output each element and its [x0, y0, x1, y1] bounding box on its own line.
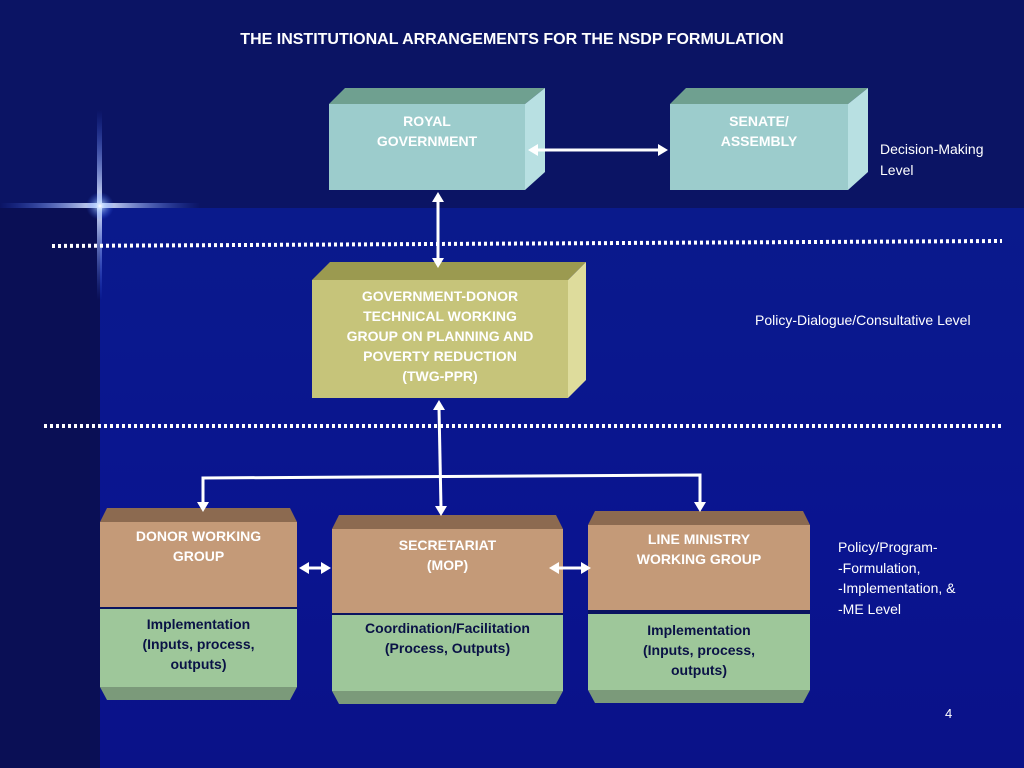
donor-implementation-box: Implementation (Inputs, process, outputs… [100, 614, 297, 674]
donor-top-line-1: DONOR WORKING [135, 528, 262, 544]
line-top-line-1: LINE MINISTRY [647, 531, 751, 547]
line-bottom-line-2: (Inputs, process, [642, 642, 756, 658]
secretariat-box-shape [332, 515, 563, 704]
secretariat-bottom-line-1: Coordination/Facilitation [365, 620, 530, 636]
page-number: 4 [945, 706, 953, 721]
decision-line-1: Decision-Making [880, 141, 984, 157]
line-bottom-line-1: Implementation [647, 622, 751, 638]
policy-dialogue-level-label: Policy-Dialogue/Consultative Level [755, 310, 971, 331]
donor-top-line-2: GROUP [172, 548, 225, 564]
line-ministry-implementation-box: Implementation (Inputs, process, outputs… [588, 620, 810, 680]
royal-line-1: ROYAL [403, 113, 451, 129]
senate-assembly-box: SENATE/ ASSEMBLY [670, 111, 848, 151]
line-bottom-line-3: outputs) [671, 662, 727, 678]
donor-bottom-line-2: (Inputs, process, [142, 636, 255, 652]
donor-working-group-box-shape [100, 508, 297, 700]
secretariat-box: SECRETARIAT (MOP) [332, 535, 563, 575]
twg-ppr-box-shape [312, 262, 586, 398]
background-left [0, 208, 100, 768]
twg-line-5: (TWG-PPR) [402, 368, 478, 384]
program-line-2: -Formulation, [838, 559, 921, 576]
twg-line-2: TECHNICAL WORKING [363, 308, 517, 324]
program-line-4: -ME Level [838, 600, 902, 617]
line-ministry-box-shape [588, 511, 810, 703]
connectors [197, 144, 706, 574]
senate-assembly-box-shape [670, 88, 868, 190]
secretariat-top-line-2: (MOP) [426, 557, 469, 573]
program-line-3: -Implementation, & [838, 580, 956, 596]
star-flare-icon [0, 110, 200, 300]
decision-line-2: Level [880, 161, 914, 178]
separator-decision [51, 239, 1003, 248]
donor-bottom-line-3: outputs) [170, 656, 227, 672]
royal-government-box-shape [329, 88, 545, 190]
policy-dialogue-line-1: Policy-Dialogue/Consultative Level [755, 312, 971, 328]
twg-ppr-box: GOVERNMENT-DONOR TECHNICAL WORKING GROUP… [312, 286, 568, 386]
twg-line-4: POVERTY REDUCTION [363, 348, 517, 364]
royal-line-2: GOVERNMENT [376, 133, 478, 149]
secretariat-bottom-line-2: (Process, Outputs) [384, 640, 511, 656]
program-level-label: Policy/Program- -Formulation, -Implement… [838, 537, 956, 619]
line-top-line-2: WORKING GROUP [636, 551, 762, 567]
page-title: THE INSTITUTIONAL ARRANGEMENTS FOR THE N… [240, 31, 784, 48]
line-ministry-box: LINE MINISTRY WORKING GROUP [588, 529, 810, 569]
secretariat-top-line-1: SECRETARIAT [398, 537, 497, 553]
twg-line-3: GROUP ON PLANNING AND [346, 328, 534, 344]
royal-government-box: ROYAL GOVERNMENT [329, 111, 525, 151]
senate-line-1: SENATE/ [729, 113, 789, 129]
donor-bottom-line-1: Implementation [146, 616, 251, 632]
program-line-1: Policy/Program- [838, 539, 938, 555]
twg-line-1: GOVERNMENT-DONOR [361, 288, 519, 304]
donor-working-group-box: DONOR WORKING GROUP [100, 526, 297, 566]
secretariat-coordination-box: Coordination/Facilitation (Process, Outp… [332, 618, 563, 658]
senate-line-2: ASSEMBLY [720, 133, 798, 149]
decision-making-level-label: Decision-Making Level [880, 139, 983, 180]
